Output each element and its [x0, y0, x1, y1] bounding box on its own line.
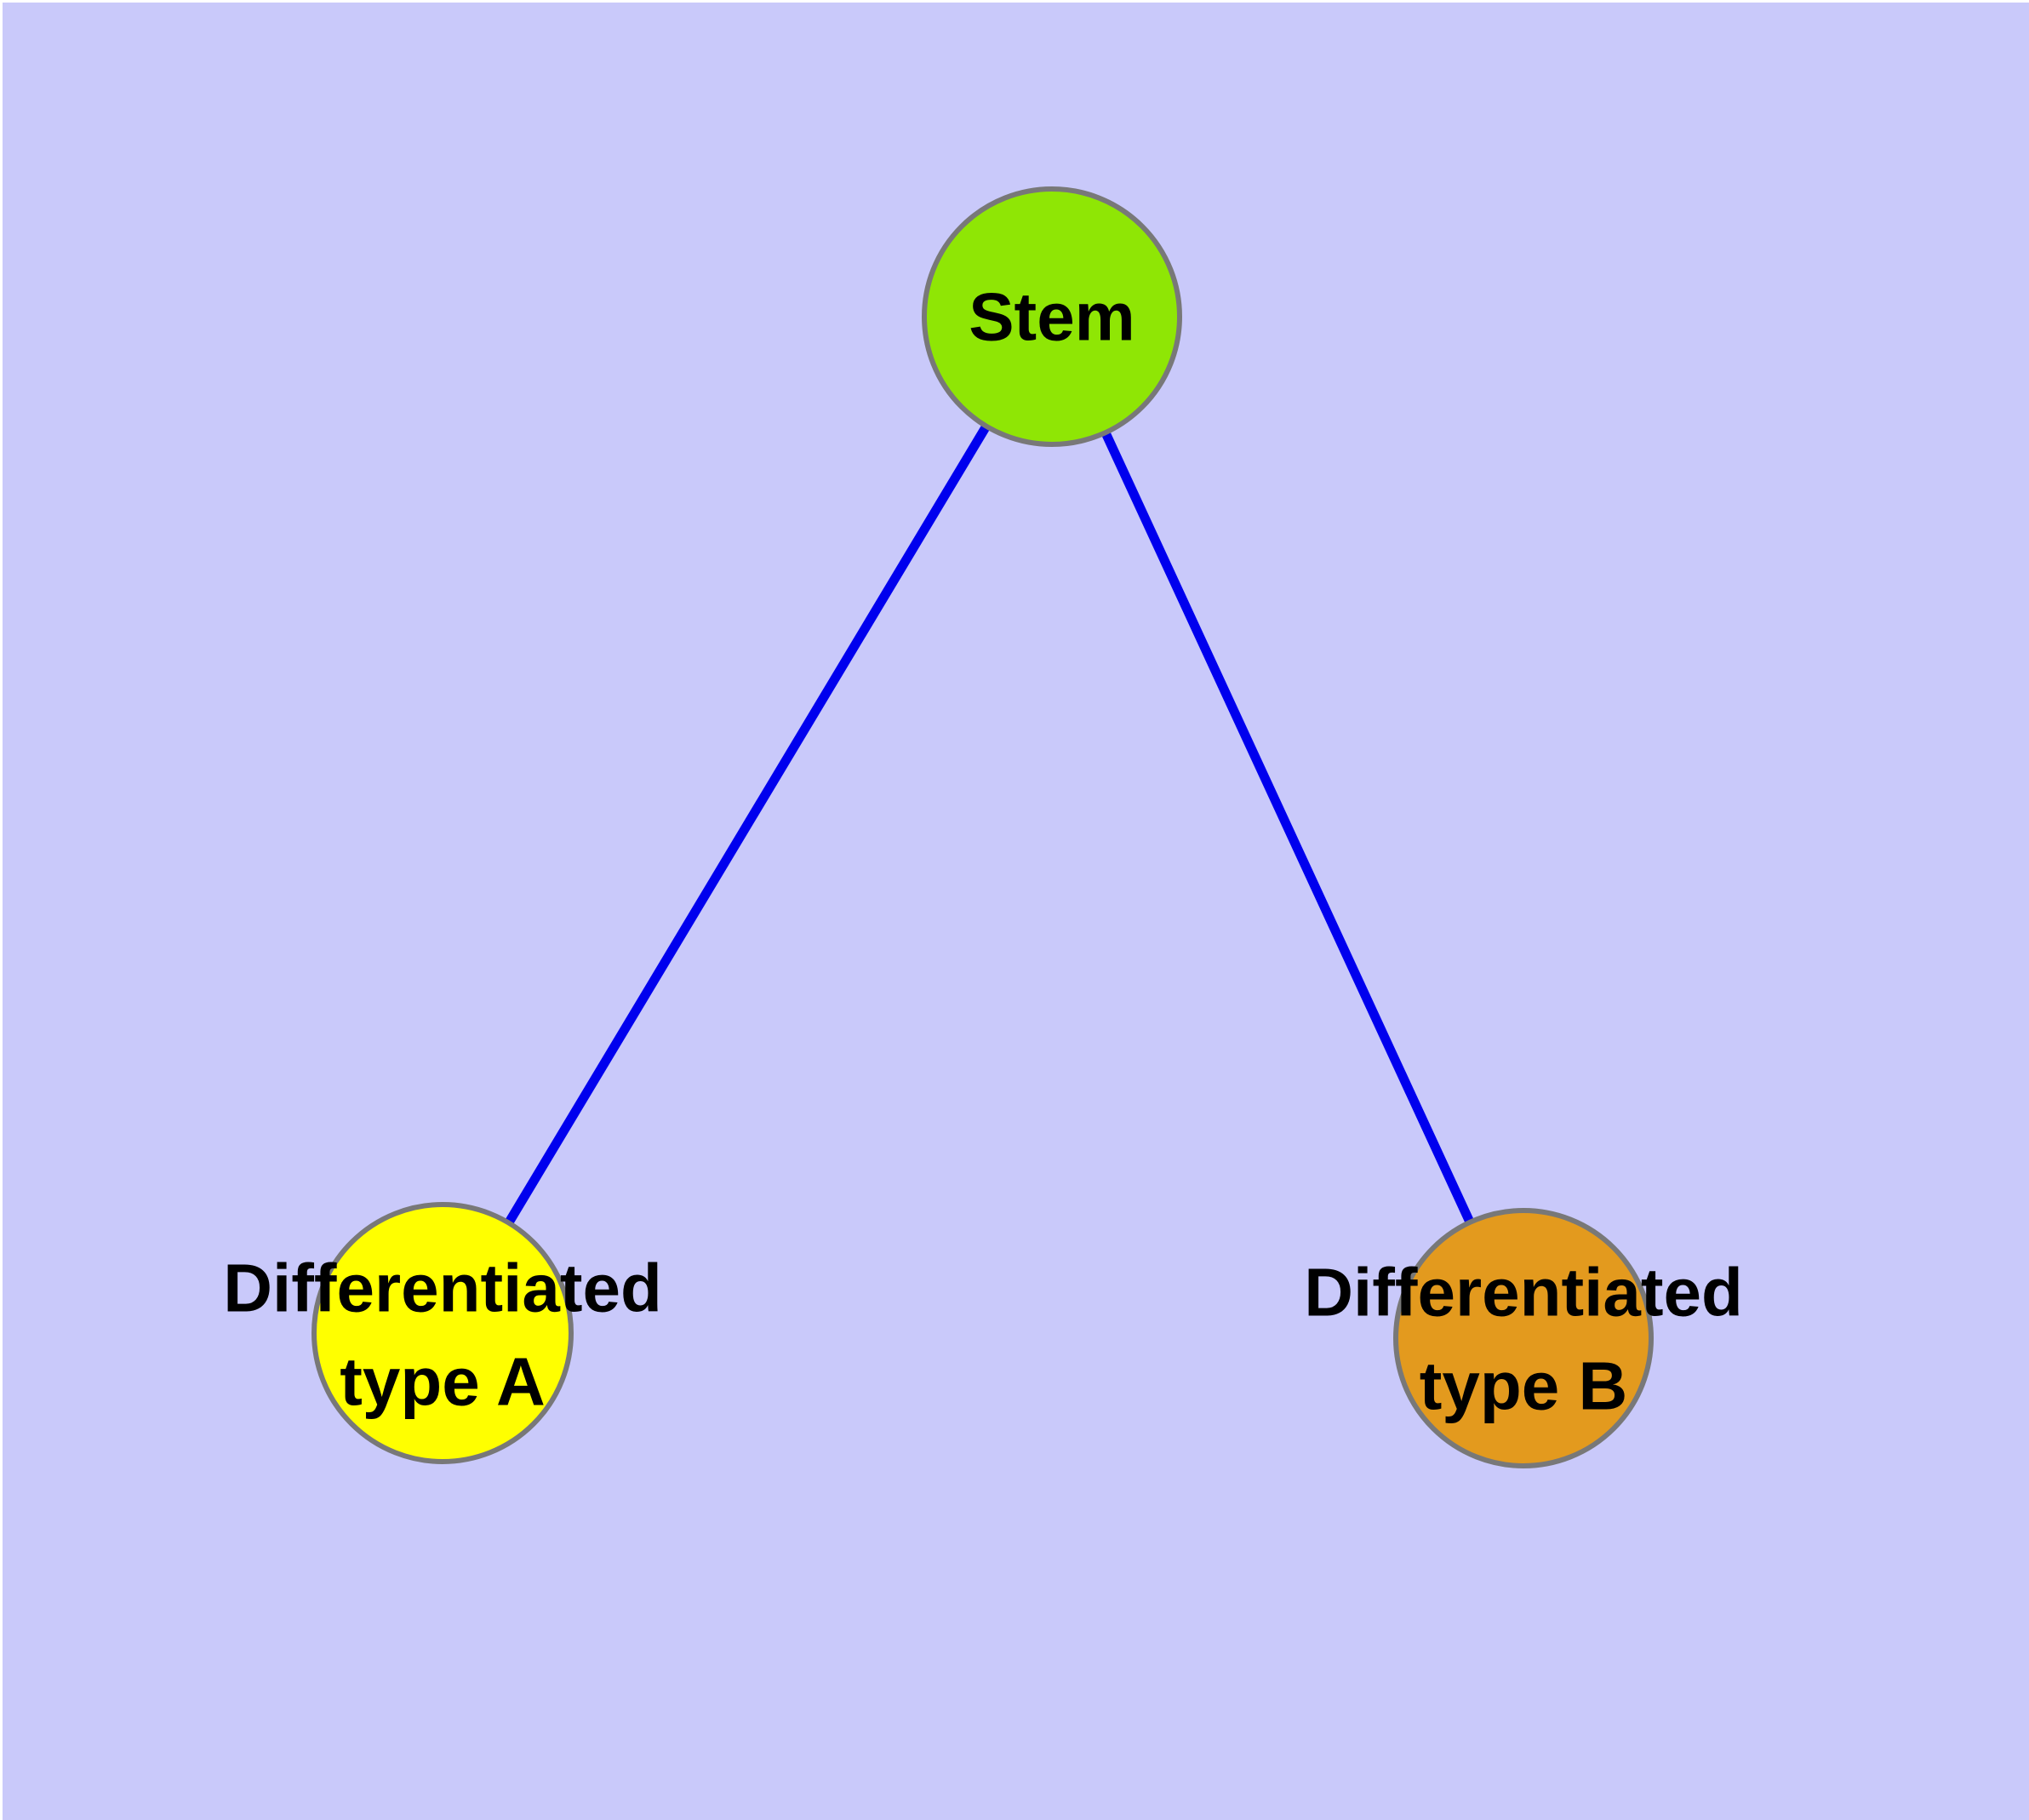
node-stem-label: Stem	[969, 279, 1135, 355]
edge-stem-to-type-b	[1048, 314, 1528, 1341]
node-type-a-label-line2: type A	[340, 1344, 546, 1420]
node-type-b-label-line1: Differentiated	[1304, 1255, 1743, 1331]
node-type-a-label-line1: Differentiated	[223, 1251, 662, 1326]
edge-stem-to-type-a	[438, 314, 1056, 1336]
node-type-b-circle	[1393, 1208, 1654, 1468]
node-stem-circle	[922, 186, 1182, 447]
node-type-a-circle	[311, 1202, 574, 1464]
node-type-b-label-line2: type B	[1420, 1348, 1628, 1424]
